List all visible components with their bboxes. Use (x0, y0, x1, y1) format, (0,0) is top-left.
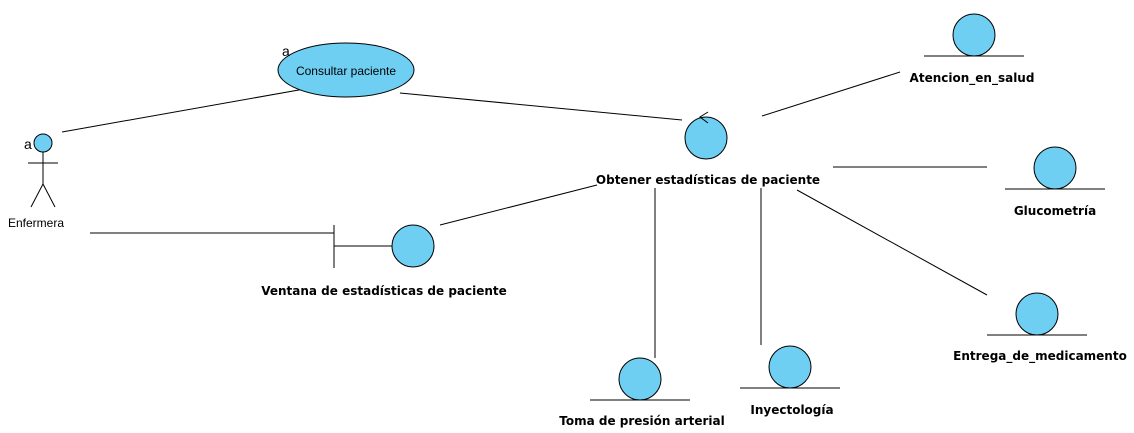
actor-enfermera[interactable]: a Enfermera (8, 133, 64, 230)
entity-toma-de-presion-arterial[interactable]: Toma de presión arterial (559, 357, 725, 428)
actor-right-leg (42, 183, 56, 208)
line-control-entrega (796, 189, 988, 296)
boundary-label: Ventana de estadísticas de paciente (261, 284, 507, 298)
line-boundary-control (439, 184, 598, 226)
usecase-label: Consultar paciente (296, 64, 396, 78)
entity-circle-icon (1015, 292, 1059, 336)
actor-label: Enfermera (8, 216, 64, 230)
line-usecase-control (399, 92, 683, 121)
connector-lines (61, 71, 988, 358)
line-actor-usecase (61, 87, 311, 133)
control-obtener-estadisticas[interactable]: Obtener estadísticas de paciente (596, 111, 820, 187)
control-arrow-icon (699, 111, 709, 124)
usecase-consultar-paciente[interactable]: Consultar paciente a (277, 42, 415, 98)
entity-circle-icon (618, 357, 662, 401)
usecase-marker: a (282, 43, 290, 59)
entity-inyectologia[interactable]: Inyectología (740, 345, 840, 417)
actor-marker: a (24, 136, 32, 152)
entity-entrega-de-medicamento[interactable]: Entrega_de_medicamento (953, 292, 1127, 364)
boundary-circle-icon (391, 224, 435, 268)
control-circle-icon (684, 116, 728, 160)
entity-circle-icon (1033, 146, 1077, 190)
line-control-atencion (761, 71, 901, 117)
entity-circle-icon (768, 345, 812, 389)
entity-atencion-en-salud[interactable]: Atencion_en_salud (910, 13, 1035, 86)
entity-glucometria[interactable]: Glucometría (1005, 146, 1105, 218)
usecase-ellipse (277, 42, 415, 98)
entity-label: Inyectología (750, 403, 833, 417)
control-label: Obtener estadísticas de paciente (596, 173, 820, 187)
entity-label: Glucometría (1014, 204, 1096, 218)
actor-left-leg (30, 183, 44, 208)
entity-label: Toma de presión arterial (559, 414, 725, 428)
boundary-ventana-estadisticas[interactable]: Ventana de estadísticas de paciente (261, 224, 507, 298)
entity-label: Entrega_de_medicamento (953, 349, 1127, 364)
actor-head-icon (33, 133, 53, 153)
entity-circle-icon (952, 13, 996, 57)
entity-label: Atencion_en_salud (910, 71, 1035, 86)
